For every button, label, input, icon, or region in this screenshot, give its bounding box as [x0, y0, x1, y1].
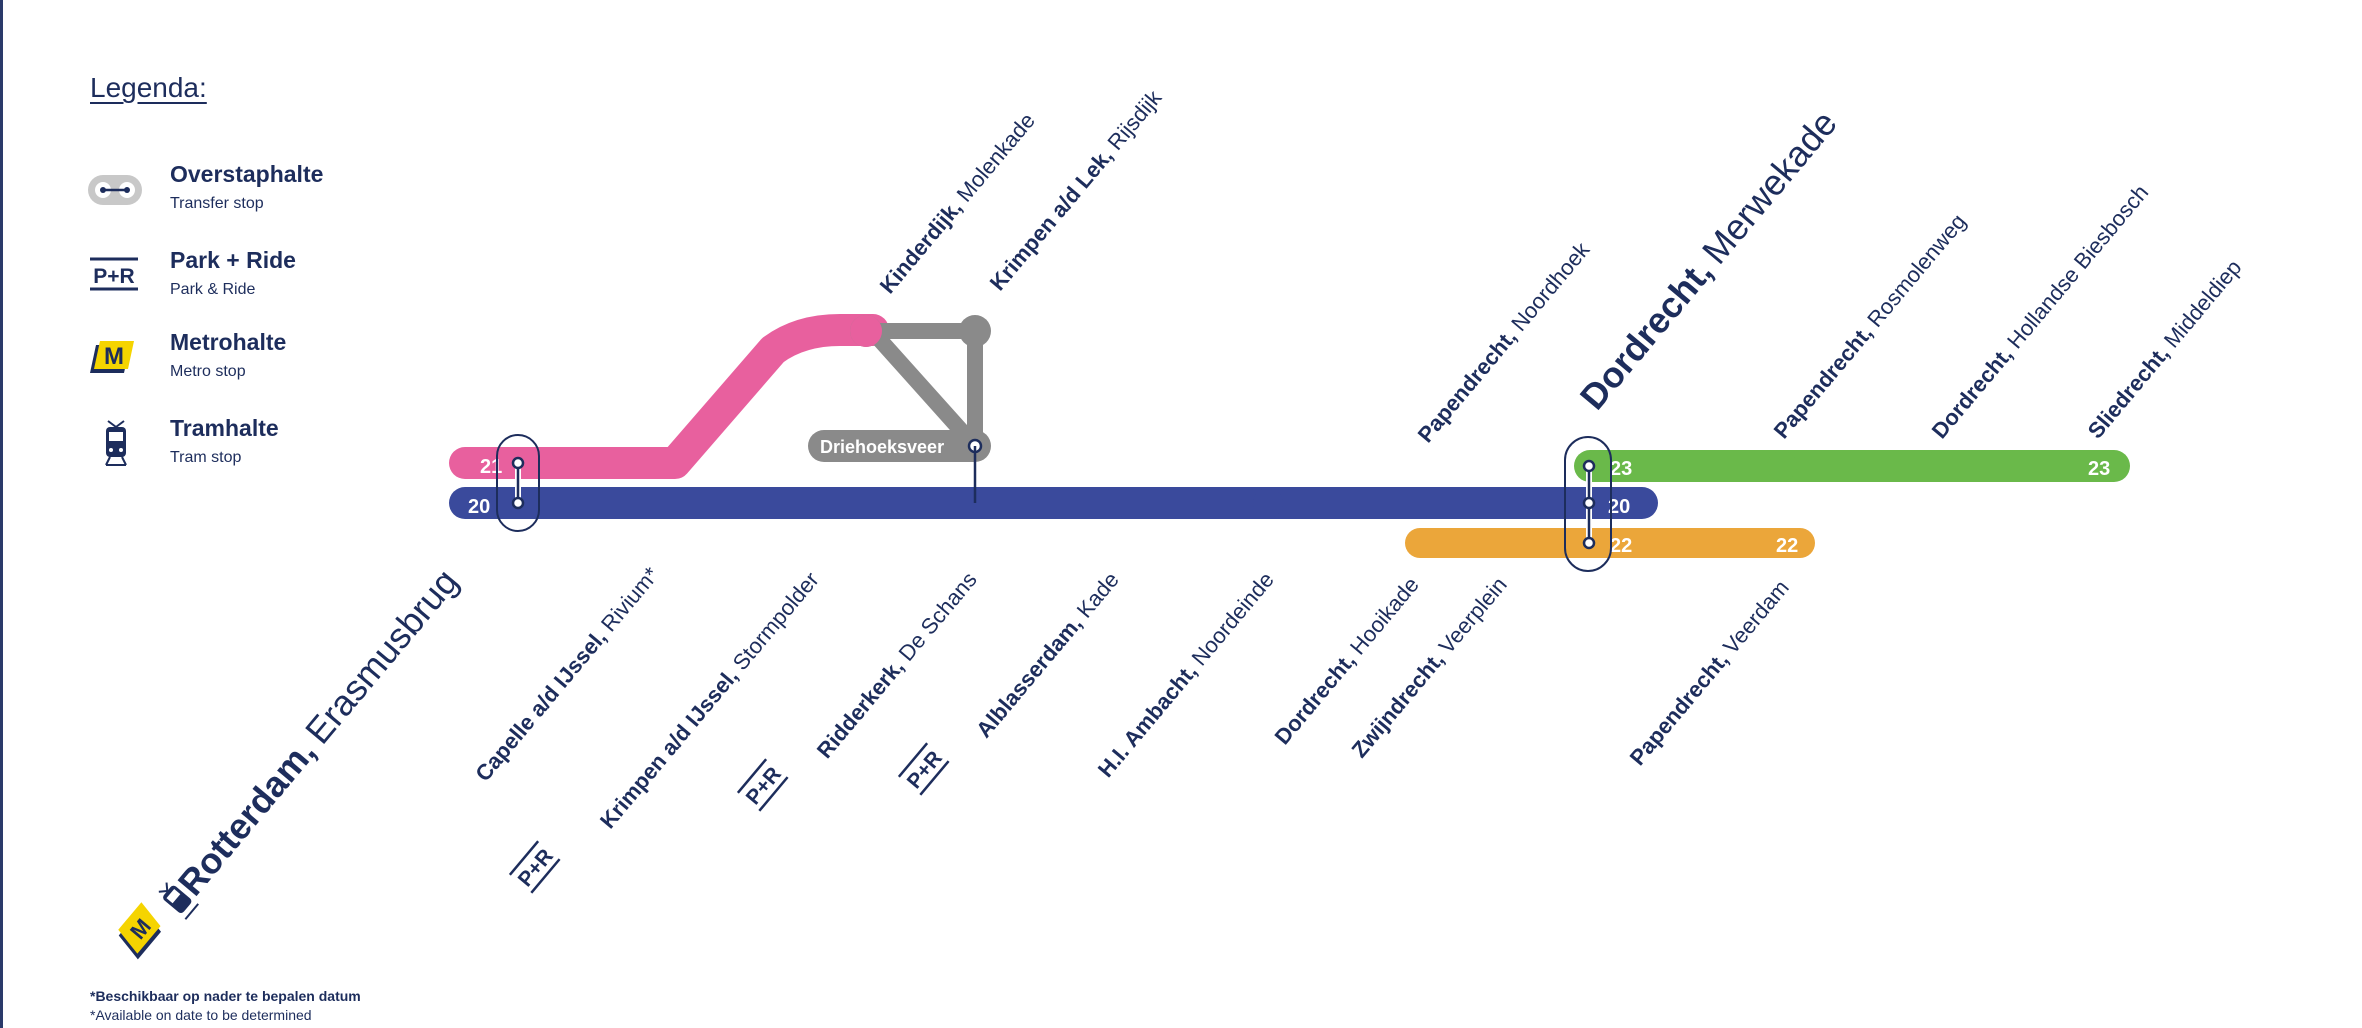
station-papendrecht-veerdam: Papendrecht,Veerdam: [1625, 575, 1794, 770]
station-labels-above: Kinderdijk,Molenkade Krimpen a/d Lek,Rij…: [875, 85, 2247, 448]
line-23-label-mid: 23: [1610, 458, 1632, 480]
park-ride-icon-label: P+R: [93, 265, 134, 288]
transfer-dordrecht-merwekade: [1564, 436, 1612, 572]
station-dordrecht-hooikade: Dordrecht,Hooikade: [1270, 572, 1424, 749]
stop-node: [959, 315, 991, 347]
legend-park-ride-nl: Park + Ride: [170, 247, 296, 273]
station-alblasserdam: Alblasserdam,Kade: [971, 567, 1124, 742]
park-ride-icon: P+R: [90, 257, 138, 291]
line-22-label-mid: 22: [1610, 535, 1632, 557]
park-ride-icon: P+R: [508, 840, 561, 894]
legend-item-metro: M Metrohalte Metro stop: [86, 329, 506, 403]
station-dordrecht-merwekade: Dordrecht,Merwekade: [1572, 103, 1845, 417]
transfer-rotterdam: [496, 434, 540, 532]
park-ride-icon: P+R: [897, 742, 950, 796]
station-rotterdam-group: Rotterdam,Erasmusbrug M: [118, 561, 466, 960]
tram-icon: [158, 882, 199, 920]
stop-node: [1253, 488, 1283, 518]
station-sliedrecht: Sliedrecht,Middeldiep: [2083, 255, 2247, 443]
footnote-en: *Available on date to be determined: [90, 1007, 312, 1023]
station-labels-below: Capelle a/d IJssel,Rivium* Krimpen a/d I…: [470, 562, 1794, 833]
left-border: [0, 0, 3, 1028]
station-capelle: Capelle a/d IJssel,Rivium*: [470, 562, 664, 786]
line-21-label: 21: [480, 456, 502, 478]
stop-node: [1491, 528, 1521, 558]
station-ridderkerk: Ridderkerk,De Schans: [812, 567, 982, 763]
stop-node: [660, 488, 690, 518]
station-zwijndrecht: Zwijndrecht,Veerplein: [1347, 572, 1512, 762]
stop-node: [1100, 488, 1130, 518]
driehoeksveer-label: Driehoeksveer: [820, 437, 944, 457]
legend-park-ride-en: Park & Ride: [170, 281, 256, 298]
legend-transfer-nl: Overstaphalte: [170, 161, 324, 187]
metro-icon: M: [90, 341, 134, 373]
station-krimpen-lek: Krimpen a/d Lek,Rijsdijk: [985, 85, 1167, 296]
legend-transfer-en: Transfer stop: [170, 195, 264, 212]
stop-node: [661, 449, 689, 477]
line-20-label-start: 20: [468, 496, 490, 518]
station-hi-ambacht: H.I. Ambacht,Noordeinde: [1093, 567, 1279, 782]
stop-node: [1405, 488, 1435, 518]
legend-tram-nl: Tramhalte: [170, 415, 279, 441]
legend-metro-en: Metro stop: [170, 363, 246, 380]
park-ride-badges: P+R P+R P+R: [508, 742, 950, 894]
legend-item-tram: Tramhalte Tram stop: [86, 415, 506, 489]
metro-icon-letter: M: [104, 343, 124, 370]
line-23-label-end: 23: [2088, 458, 2110, 480]
transfer-stop-icon: [88, 175, 142, 205]
legend-title: Legenda:: [90, 72, 207, 103]
footnote-nl: *Beschikbaar op nader te bepalen datum: [90, 988, 361, 1004]
driehoeksveer-pill: [808, 430, 991, 462]
station-papendrecht-rosmolenweg: Papendrecht,Rosmolenweg: [1769, 209, 1971, 443]
stop-node: [805, 488, 835, 518]
stop-node: [1767, 451, 1797, 481]
park-ride-icon: P+R: [736, 758, 789, 812]
legend-metro-nl: Metrohalte: [170, 329, 287, 355]
line-20: 20 20: [449, 487, 1658, 519]
line-23: 23 23: [1574, 450, 2130, 482]
station-papendrecht-noordhoek: Papendrecht,Noordhoek: [1413, 237, 1595, 448]
line-22-label-end: 22: [1776, 535, 1798, 557]
metro-icon: M: [118, 902, 162, 960]
line-20-label-end: 20: [1608, 496, 1630, 518]
legend-tram-en: Tram stop: [170, 449, 242, 466]
tram-icon: [105, 420, 127, 466]
station-rotterdam-label: Rotterdam,Erasmusbrug: [170, 561, 466, 903]
legend-item-transfer: Overstaphalte Transfer stop: [86, 161, 506, 235]
legend-item-park-ride: P+R Park + Ride Park & Ride: [86, 247, 506, 321]
stop-node: [1923, 451, 1953, 481]
